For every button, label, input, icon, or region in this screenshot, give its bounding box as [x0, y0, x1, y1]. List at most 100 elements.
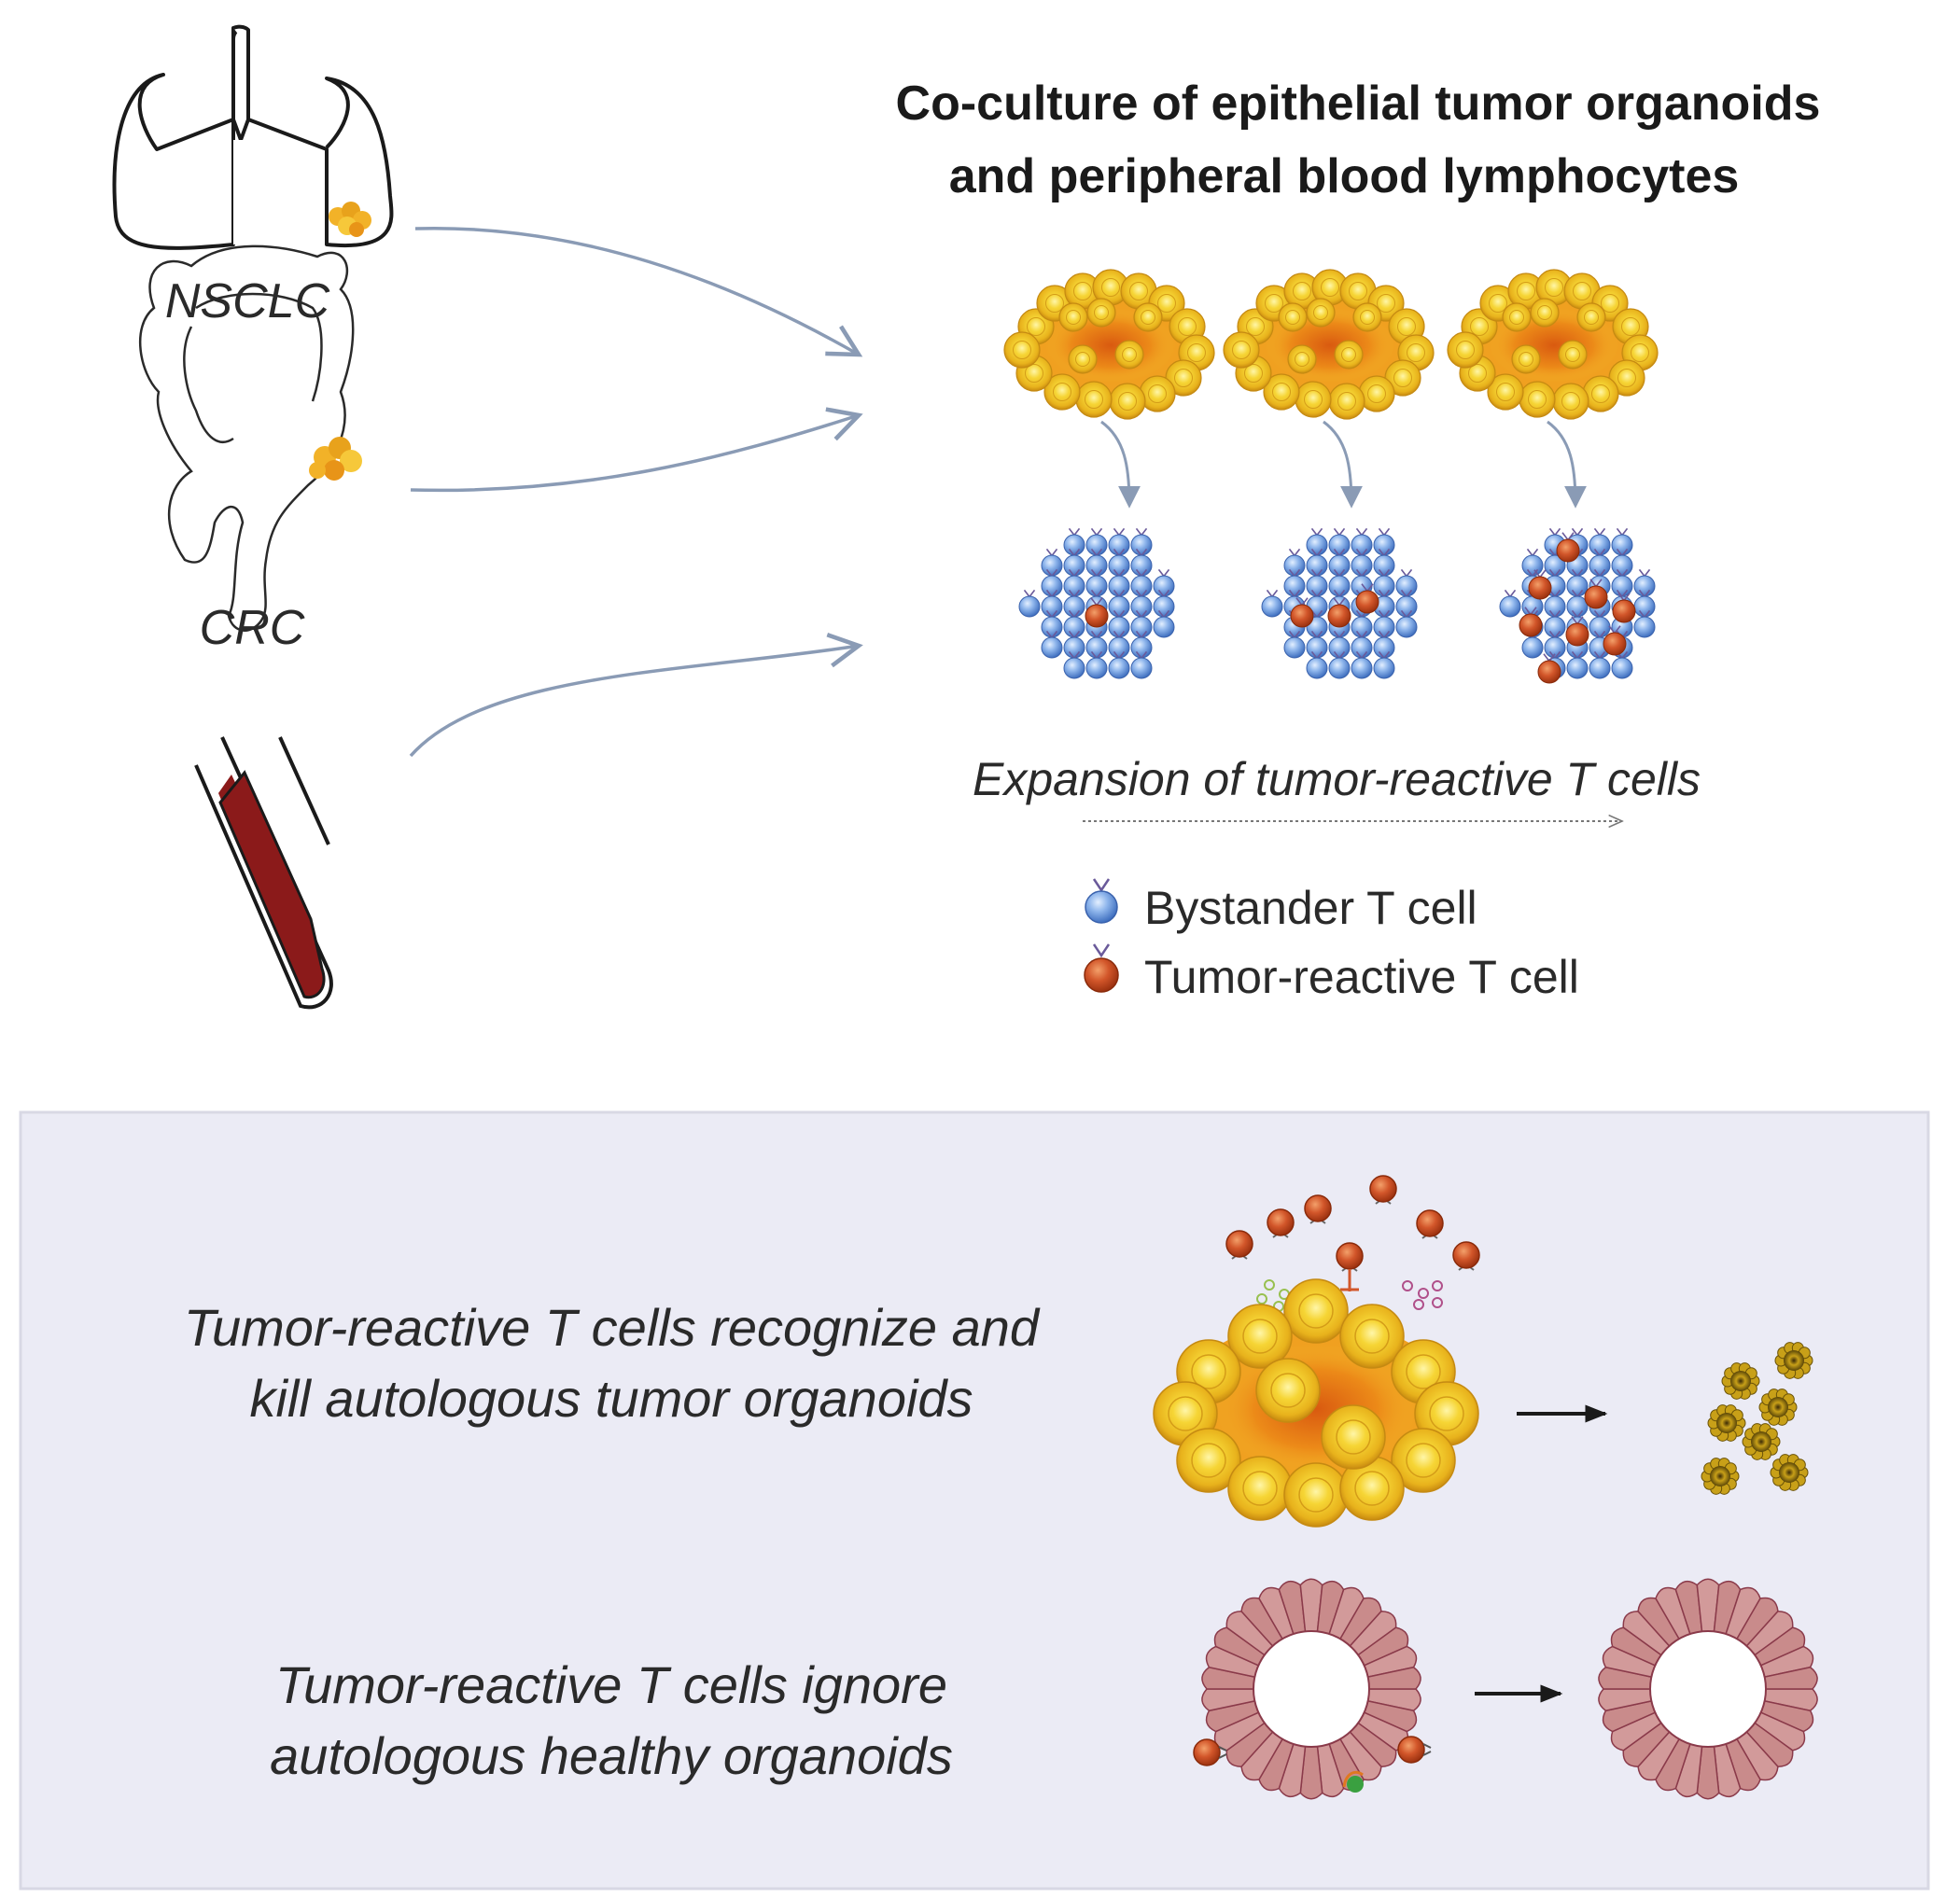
t-cell-cluster [1261, 527, 1418, 679]
tumor-cell [1306, 298, 1336, 328]
t-cell-cluster [1499, 527, 1656, 684]
bystander-t-cell [1130, 650, 1153, 679]
attacking-t-cell [1267, 1208, 1295, 1238]
bystander-t-cell [1306, 650, 1328, 679]
tumor-cell [1519, 381, 1556, 418]
bystander-t-cell [1063, 527, 1085, 556]
attacking-t-cell [1304, 1194, 1332, 1224]
tumor-cell [1133, 302, 1163, 332]
bystander-t-cell [1130, 527, 1153, 556]
attacking-t-cell [1225, 1230, 1253, 1260]
dead-tumor-cell [1774, 1342, 1813, 1379]
dead-tumor-cell [1701, 1458, 1740, 1495]
tumor-cell [1109, 383, 1146, 420]
tumor-reactive-t-cell [1565, 616, 1589, 647]
arrow-nsclc [414, 226, 863, 357]
tumor-reactive-t-cell [1584, 579, 1608, 609]
tumor-reactive-t-cell [1537, 653, 1561, 684]
tumor-cell [1487, 373, 1524, 411]
bystander-t-cell [1633, 568, 1656, 597]
colon-icon [139, 244, 355, 632]
synapse [1340, 1269, 1359, 1291]
tumor-cell [1058, 302, 1088, 332]
legend-bystander-label: Bystander T cell [1144, 882, 1477, 934]
down-arrow-3 [1547, 420, 1587, 509]
dead-tumor-cell [1707, 1404, 1746, 1442]
cytokine [1264, 1279, 1275, 1291]
cytokine [1432, 1280, 1443, 1291]
tumor-reactive-t-cell [1327, 597, 1351, 628]
bystander-t-cell [1395, 568, 1418, 597]
tumor-cell [1068, 344, 1098, 374]
tumor-cell [1576, 302, 1606, 332]
bystander-t-cell [1041, 548, 1063, 577]
bystander-t-cell [1063, 650, 1085, 679]
tumor-cell [1043, 373, 1081, 411]
arrow-crc [410, 407, 863, 493]
down-arrow-2 [1323, 420, 1363, 509]
down-arrow-1 [1100, 420, 1141, 509]
legend-tumor-reactive-label: Tumor-reactive T cell [1144, 951, 1579, 1003]
tumor-cell [1295, 381, 1332, 418]
tumor-cell [1255, 1358, 1321, 1423]
finding-ignore-line-1: Tumor-reactive T cells ignore [275, 1655, 947, 1714]
attacking-t-cell [1369, 1175, 1397, 1205]
tumor-reactive-t-cell [1556, 532, 1580, 563]
tumor-cell [1552, 383, 1589, 420]
tumor-cell [1283, 1462, 1349, 1528]
healthy-cell [1366, 1666, 1421, 1690]
dead-tumor-cell [1742, 1423, 1781, 1460]
bystander-t-cell [1328, 527, 1351, 556]
healthy-cell [1763, 1666, 1818, 1690]
healthy-organoid-icon [1201, 1578, 1421, 1800]
bystander-t-cell [1611, 527, 1633, 556]
bystander-t-cell [1395, 609, 1418, 638]
attacking-t-cells [1225, 1175, 1480, 1312]
tumor-cell [1227, 1456, 1293, 1521]
ignoring-t-cells [1193, 1736, 1432, 1793]
bystander-t-cell [1261, 589, 1283, 618]
bystander-t-cell [1373, 650, 1395, 679]
tumor-cell [1176, 1428, 1241, 1493]
cytokine [1402, 1280, 1413, 1291]
tumor-cell [1086, 298, 1116, 328]
tumor-cell [1334, 340, 1364, 370]
cytokine [1432, 1297, 1443, 1308]
organoid-lumen [1253, 1630, 1370, 1748]
tumor-reactive-cell-icon [1084, 943, 1119, 993]
bystander-t-cell [1283, 630, 1306, 659]
finding-ignore-line-2: autologous healthy organoids [270, 1726, 953, 1785]
bystander-t-cell [1633, 609, 1656, 638]
expansion-label: Expansion of tumor-reactive T cells [973, 753, 1701, 805]
bystander-cell-icon [1085, 878, 1118, 924]
title-line-2: and peripheral blood lymphocytes [949, 149, 1740, 203]
tumor-cell [1447, 331, 1484, 369]
bystander-t-cell [1499, 589, 1521, 618]
bystander-t-cell [1351, 527, 1373, 556]
lung-icon [112, 24, 394, 250]
tumor-cell [1339, 1304, 1405, 1369]
dead-tumor-cell [1758, 1389, 1798, 1426]
title-line-1: Co-culture of epithelial tumor organoids [896, 77, 1821, 131]
bystander-t-cell [1041, 630, 1063, 659]
tumor-reactive-t-cell [1519, 607, 1543, 637]
cytokine [1418, 1288, 1429, 1299]
bystander-t-cell [1589, 527, 1611, 556]
legend-tumor-reactive: Tumor-reactive T cell [1084, 943, 1579, 1003]
healthy-organoid-after [1598, 1578, 1818, 1800]
bystander-t-cell [1153, 609, 1175, 638]
bystander-t-cell [1018, 589, 1041, 618]
tumor-cell [1287, 344, 1317, 374]
tumor-reactive-t-cell [1528, 569, 1552, 600]
tumor-cell [1321, 1404, 1386, 1470]
tumor-cell [1328, 383, 1365, 420]
tumor-cell [1075, 381, 1113, 418]
tumor-cell [1227, 1304, 1293, 1369]
bystander-t-cell [1085, 527, 1108, 556]
bystander-t-cell [1283, 548, 1306, 577]
tumor-cell [1558, 340, 1588, 370]
tumor-organoid-icon [1153, 1278, 1479, 1528]
bystander-t-cell [1306, 527, 1328, 556]
tumor-reactive-t-cell [1355, 583, 1379, 614]
